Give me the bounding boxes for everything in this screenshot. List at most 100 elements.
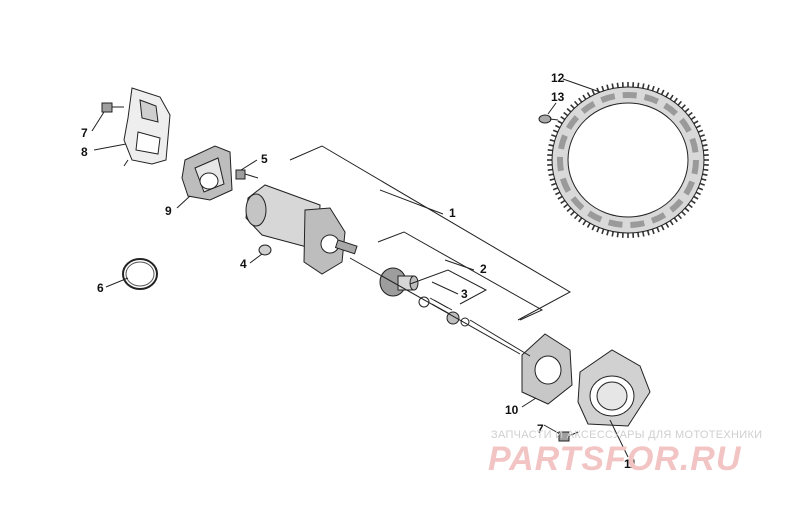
gear-tooth [693,195,699,200]
callout-13: 13 [551,90,565,104]
gear-tooth [606,84,610,90]
gear-tooth [606,230,610,236]
gear-tooth [566,207,572,213]
callout-9: 9 [165,204,172,218]
gear-tooth [552,187,559,191]
callout-2: 2 [480,262,487,276]
callout-1: 1 [449,206,456,220]
gear-tooth [699,182,705,186]
gear-tooth [687,203,693,209]
gear-tooth [690,199,696,204]
gear-tooth [699,134,705,138]
gear-tooth [611,231,614,237]
gear-tooth [701,178,707,181]
callout-8: 8 [81,145,88,159]
gear-tooth [548,144,554,147]
bracket-8 [123,87,171,167]
gear-tooth [578,97,583,103]
gear-tooth [642,83,645,89]
callout-12: 12 [551,71,565,85]
gear-tooth [549,139,555,142]
gear-tooth [547,168,553,171]
gear-tooth [690,116,696,121]
bolt-13 [538,114,559,124]
gear-tooth [702,144,708,147]
gear-tooth [560,116,566,121]
gear-tooth [660,89,665,95]
gear-tooth [681,104,686,109]
pinion-gear [379,267,419,297]
gear-tooth [677,214,682,220]
gear-tooth [669,220,674,226]
gear-tooth [656,87,660,93]
gear-tooth [697,187,704,191]
gear-tooth [547,149,553,152]
gear-tooth [551,134,557,138]
gear-tooth [555,191,561,196]
callout-numbers: 1 2 3 4 5 6 7 8 9 10 7 11 12 13 [81,71,637,471]
watermark-brand: PARTSFOR.RU [488,440,742,478]
gear-tooth [616,82,619,88]
ring-gear [547,82,709,238]
gear-tooth [660,225,665,231]
gear-tooth [681,211,686,216]
gear-tooth [557,120,563,125]
gear-tooth [591,225,596,231]
leader-lines [91,78,629,458]
gear-tooth [651,228,655,235]
gear-tooth [646,230,650,236]
bolt-7-lower [558,431,579,442]
gear-tooth [582,220,587,226]
gear-tooth [560,199,566,204]
gear-tooth [637,82,640,88]
gear-tooth [673,97,678,103]
gear-tooth [574,100,579,106]
gear-tooth [552,129,559,133]
gear-tooth [693,120,699,125]
watermark-tagline: ЗАПЧАСТИ И АКСЕССУАРЫ ДЛЯ МОТОТЕХНИКИ [491,429,762,441]
gear-tooth [677,100,682,106]
gear-tooth [557,195,563,200]
gear-tooth [656,227,660,233]
callout-7-lower: 7 [537,422,544,436]
gear-tooth [563,203,569,209]
gear-tooth [586,92,591,98]
starter-motor [245,184,358,275]
bolt-5 [235,169,259,180]
gear-tooth [701,139,707,142]
gear-tooth [586,222,591,228]
gear-tooth [548,173,554,176]
callout-11: 11 [624,457,637,471]
gear-tooth [687,111,693,117]
callout-10: 10 [505,403,519,417]
gear-tooth [601,85,605,92]
gear-tooth [582,94,587,100]
snap-ring-6 [122,258,158,290]
gear-tooth [684,107,690,113]
gear-tooth [601,228,605,235]
gear-tooth [566,107,572,113]
callout-4: 4 [240,257,247,271]
gear-tooth [665,222,670,228]
gear-tooth [642,231,645,237]
housing-11 [577,349,651,427]
gear-tooth [695,124,701,129]
gear-tooth [574,214,579,220]
gear-tooth [611,83,614,89]
gear-tooth [551,182,557,186]
watermark: ЗАПЧАСТИ И АКСЕССУАРЫ ДЛЯ МОТОТЕХНИКИ PA… [488,429,762,478]
callout-3: 3 [461,287,468,301]
bolt-7-upper [101,102,124,113]
gear-tooth [555,124,561,129]
gear-tooth [549,178,555,181]
gear-tooth [637,232,640,238]
gear-tooth [684,207,690,213]
gear-tooth [702,173,708,176]
gear-tooth [578,217,583,223]
gear-tooth [697,129,704,133]
gear-tooth [563,111,569,117]
gear-tooth [651,85,655,92]
callout-7-upper: 7 [81,126,88,140]
